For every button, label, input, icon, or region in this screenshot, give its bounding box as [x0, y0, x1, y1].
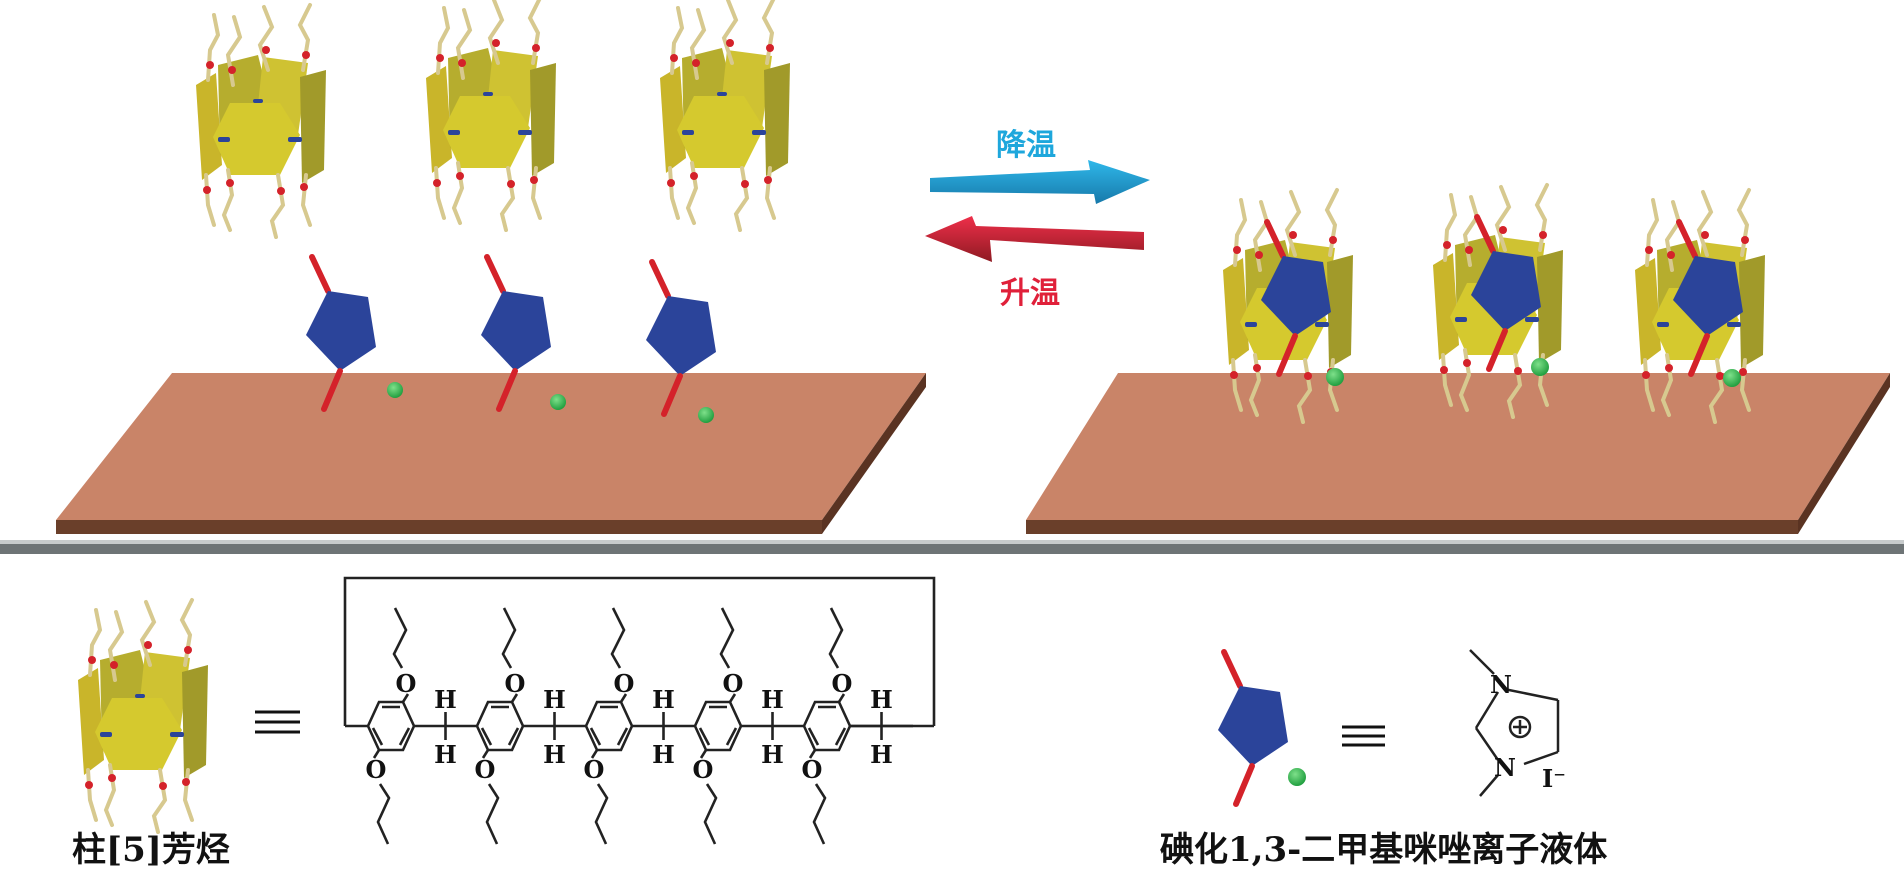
hydrogen-bottom: H	[434, 740, 457, 769]
hydrogen-top: H	[761, 685, 784, 714]
oxygen-top: O	[614, 669, 635, 698]
propyl-chain-bottom	[812, 783, 827, 845]
heating-label: 升温	[1000, 276, 1060, 311]
oxygen-bottom: O	[693, 755, 714, 784]
cooling-arrow	[930, 160, 1150, 204]
iodide-left-1	[387, 382, 403, 398]
nitrogen-3: N	[1494, 753, 1516, 782]
heating-arrow	[925, 216, 1144, 262]
propyl-chain-top	[828, 607, 844, 669]
c-o-bond	[510, 693, 519, 703]
c-o-bond	[481, 749, 490, 759]
complex-right-1	[1221, 188, 1355, 424]
benzene-ring	[475, 700, 525, 752]
double-bond	[698, 727, 711, 746]
oxygen-bottom: O	[475, 755, 496, 784]
c-o-bond	[728, 693, 737, 703]
double-bond	[480, 727, 493, 746]
c-o-bond	[808, 749, 817, 759]
c-o-bond	[372, 749, 381, 759]
oxygen-bottom: O	[584, 755, 605, 784]
propyl-chain-top	[610, 607, 626, 669]
oxygen-top: O	[505, 669, 526, 698]
legend-imidazolium-model	[1218, 652, 1306, 804]
divider	[0, 544, 1904, 554]
c-o-bond	[837, 693, 846, 703]
c-o-bond	[619, 693, 628, 703]
double-bond	[616, 727, 629, 746]
propyl-chain-bottom	[703, 783, 718, 845]
c-o-bond	[699, 749, 708, 759]
double-bond	[507, 727, 520, 746]
hydrogen-top: H	[434, 685, 457, 714]
propyl-chain-bottom	[376, 783, 391, 845]
benzene-ring	[366, 700, 416, 752]
hydrogen-bottom: H	[543, 740, 566, 769]
substrate-left	[56, 373, 926, 534]
imidazolium-structure: N N I⁻	[1469, 649, 1566, 797]
double-bond	[589, 727, 602, 746]
pillararene-left-2	[424, 0, 558, 232]
double-bond	[371, 727, 384, 746]
pillararene-left-1	[194, 3, 328, 239]
hydrogen-top: H	[652, 685, 675, 714]
iodide-left-3	[698, 407, 714, 423]
pillararene-structure	[343, 576, 936, 845]
oxygen-top: O	[832, 669, 853, 698]
double-bond	[834, 727, 847, 746]
c-o-bond	[590, 749, 599, 759]
double-bond	[807, 727, 820, 746]
complex-right-2	[1431, 183, 1565, 419]
substrate-right	[1026, 373, 1890, 534]
propyl-chain-top	[501, 607, 517, 669]
equiv-sign-left	[255, 710, 300, 734]
oxygen-top: O	[723, 669, 744, 698]
pillararene-left-3	[658, 0, 792, 232]
benzene-ring	[584, 700, 634, 752]
propyl-chain-bottom	[594, 783, 609, 845]
divider-highlight	[0, 540, 1904, 544]
pillararene-caption: 柱[5]芳烃	[72, 830, 230, 870]
macrocycle-frame	[343, 576, 936, 726]
ionic-liquid-caption: 碘化1,3-二甲基咪唑离子液体	[1160, 830, 1608, 870]
cooling-label: 降温	[996, 128, 1056, 163]
iodide-label: I⁻	[1542, 764, 1566, 793]
hydrogen-bottom: H	[652, 740, 675, 769]
double-bond	[398, 727, 411, 746]
legend-pillararene-model	[76, 598, 210, 834]
benzene-ring	[693, 700, 743, 752]
oxygen-bottom: O	[366, 755, 387, 784]
benzene-ring	[802, 700, 852, 752]
propyl-chain-bottom	[485, 783, 500, 845]
oxygen-bottom: O	[802, 755, 823, 784]
hydrogen-bottom: H	[870, 740, 893, 769]
iodide-left-2	[550, 394, 566, 410]
double-bond	[725, 727, 738, 746]
hydrogen-bottom: H	[761, 740, 784, 769]
complex-right-3	[1633, 188, 1767, 424]
c-o-bond	[401, 693, 410, 703]
oxygen-top: O	[396, 669, 417, 698]
propyl-chain-top	[719, 607, 735, 669]
equiv-sign-right	[1342, 725, 1385, 747]
hydrogen-top: H	[870, 685, 893, 714]
nitrogen-1: N	[1490, 670, 1512, 699]
hydrogen-top: H	[543, 685, 566, 714]
propyl-chain-top	[392, 607, 408, 669]
